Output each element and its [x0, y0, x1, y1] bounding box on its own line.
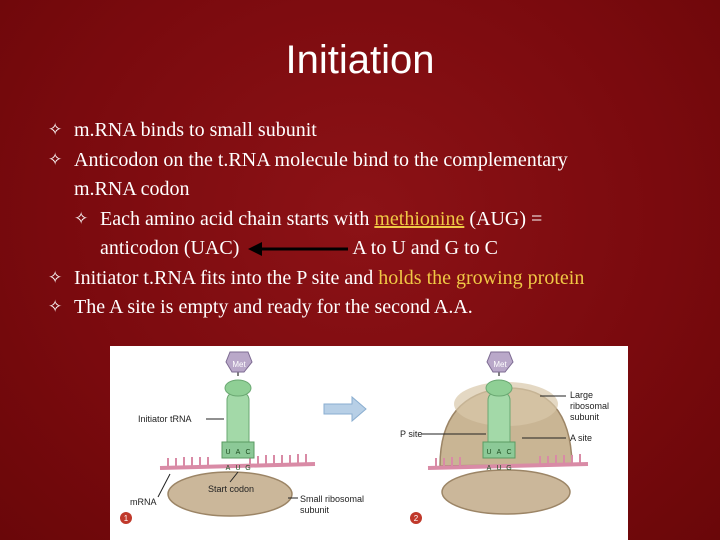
codon-bottom-1: A	[226, 465, 231, 472]
large-subunit-label-3: subunit	[570, 412, 600, 422]
large-subunit-label-1: Large	[570, 390, 593, 400]
codon-top-3-b: C	[506, 449, 511, 456]
bullet-1: ✧ m.RNA binds to small subunit	[48, 116, 716, 146]
left-arrow-icon	[248, 242, 349, 257]
mrna-label: mRNA	[130, 497, 157, 507]
codon-top-1: U	[225, 449, 230, 456]
bullet-2-continuation: m.RNA codon	[48, 175, 716, 205]
bullet-star-icon: ✧	[48, 297, 63, 317]
bullet-text: Each amino acid chain starts with	[100, 207, 375, 230]
highlight-text: holds the growing protein	[378, 266, 585, 289]
bullet-star-icon: ✧	[48, 120, 63, 140]
codon-bottom-2: U	[235, 465, 240, 472]
bullet-text: anticodon (UAC)	[100, 237, 240, 259]
bullet-star-icon: ✧	[48, 267, 63, 288]
step-2-number: 2	[414, 514, 419, 523]
step-1-badge	[120, 512, 132, 524]
codon-top-2-b: A	[497, 449, 502, 456]
codon-bottom-3-b: G	[506, 465, 511, 472]
right-arrow-icon	[323, 395, 367, 423]
bullet-text: The A site is empty and ready for the se…	[74, 296, 473, 318]
start-codon-label: Start codon	[208, 484, 254, 494]
bullet-star-icon: ✧	[48, 149, 63, 170]
bullet-star-icon: ✧	[74, 208, 89, 229]
p-site-label: P site	[400, 429, 422, 439]
bullet-2: ✧ Anticodon on the t.RNA molecule bind t…	[48, 146, 716, 176]
small-subunit-label-1: Small ribosomal	[300, 494, 364, 504]
bullet-text: Anticodon on the t.RNA molecule bind to …	[74, 148, 568, 171]
initiator-trna-label: Initiator tRNA	[138, 414, 192, 424]
step-1-number: 1	[124, 514, 129, 523]
sub-bullet-1: ✧ Each amino acid chain starts with meth…	[48, 205, 716, 235]
bullet-text: (AUG) =	[464, 207, 543, 230]
bullet-3: ✧ Initiator t.RNA fits into the P site a…	[48, 264, 716, 294]
trna-in-p-site-shape	[482, 351, 516, 459]
met-label: Met	[232, 360, 246, 369]
mrna-strand	[159, 454, 316, 470]
small-subunit-shape	[167, 471, 293, 517]
mrna-strand-2	[427, 454, 589, 470]
bullet-list: ✧ m.RNA binds to small subunit ✧ Anticod…	[48, 116, 716, 323]
bullet-text: A to U and G to C	[352, 237, 498, 259]
a-site-label: A site	[570, 433, 592, 443]
bullet-4: ✧ The A site is empty and ready for the …	[48, 293, 716, 323]
small-subunit-shape-2	[441, 469, 571, 515]
sub-bullet-1-continuation: anticodon (UAC) A to U and G to C	[48, 234, 716, 264]
initiator-trna-shape	[221, 351, 255, 459]
codon-top-2: A	[236, 449, 241, 456]
large-subunit-label-2: ribosomal	[570, 401, 609, 411]
ribosome-figure: Met U A C A U G Initiator tRNA mRNA Star…	[110, 346, 628, 540]
codon-bottom-3: G	[245, 465, 250, 472]
bullet-text: m.RNA codon	[74, 178, 190, 200]
codon-bottom-2-b: U	[496, 465, 501, 472]
bullet-text: m.RNA binds to small subunit	[74, 119, 317, 141]
slide-title: Initiation	[285, 38, 435, 82]
small-subunit-label-2: subunit	[300, 505, 330, 515]
bullet-text: Initiator t.RNA fits into the P site and	[74, 266, 379, 289]
methionine-link: methionine	[374, 207, 465, 230]
met-label-2: Met	[493, 360, 507, 369]
step-2-badge	[410, 512, 422, 524]
codon-bottom-1-b: A	[487, 465, 492, 472]
codon-top-1-b: U	[486, 449, 491, 456]
codon-top-3: C	[245, 449, 250, 456]
